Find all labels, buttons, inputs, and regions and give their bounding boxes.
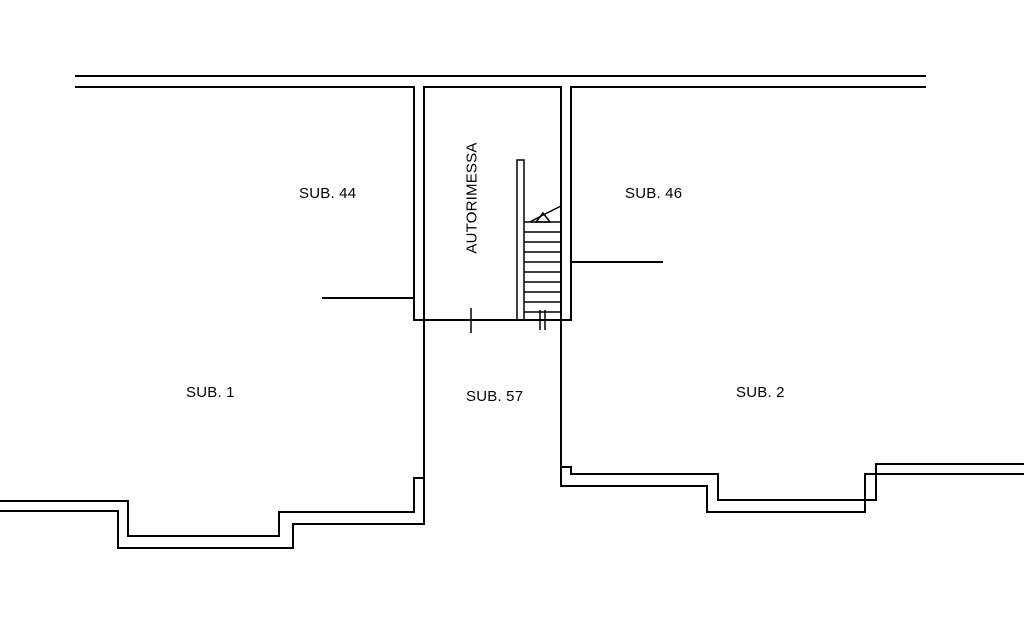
- stair-arrow-line: [529, 205, 562, 223]
- room-label-sub46: SUB. 46: [625, 185, 683, 202]
- room-label-sub2: SUB. 2: [736, 384, 785, 401]
- room-label-autorimessa: AUTORIMESSA: [463, 142, 481, 254]
- bottom-left-outline-outer: [0, 510, 425, 549]
- stair-treads: [524, 221, 561, 313]
- bottom-right-outline-outer: [560, 473, 1024, 513]
- room-label-sub44: SUB. 44: [299, 185, 357, 202]
- stair-handrail: [516, 159, 525, 321]
- room-label-sub57: SUB. 57: [466, 388, 524, 405]
- bottom-left-outline-inner: [0, 477, 425, 537]
- stair-arrow-head-icon: [534, 211, 552, 223]
- room-label-sub1: SUB. 1: [186, 384, 235, 401]
- bottom-right-outline-inner: [570, 463, 1024, 501]
- autorimessa-box: [423, 86, 562, 321]
